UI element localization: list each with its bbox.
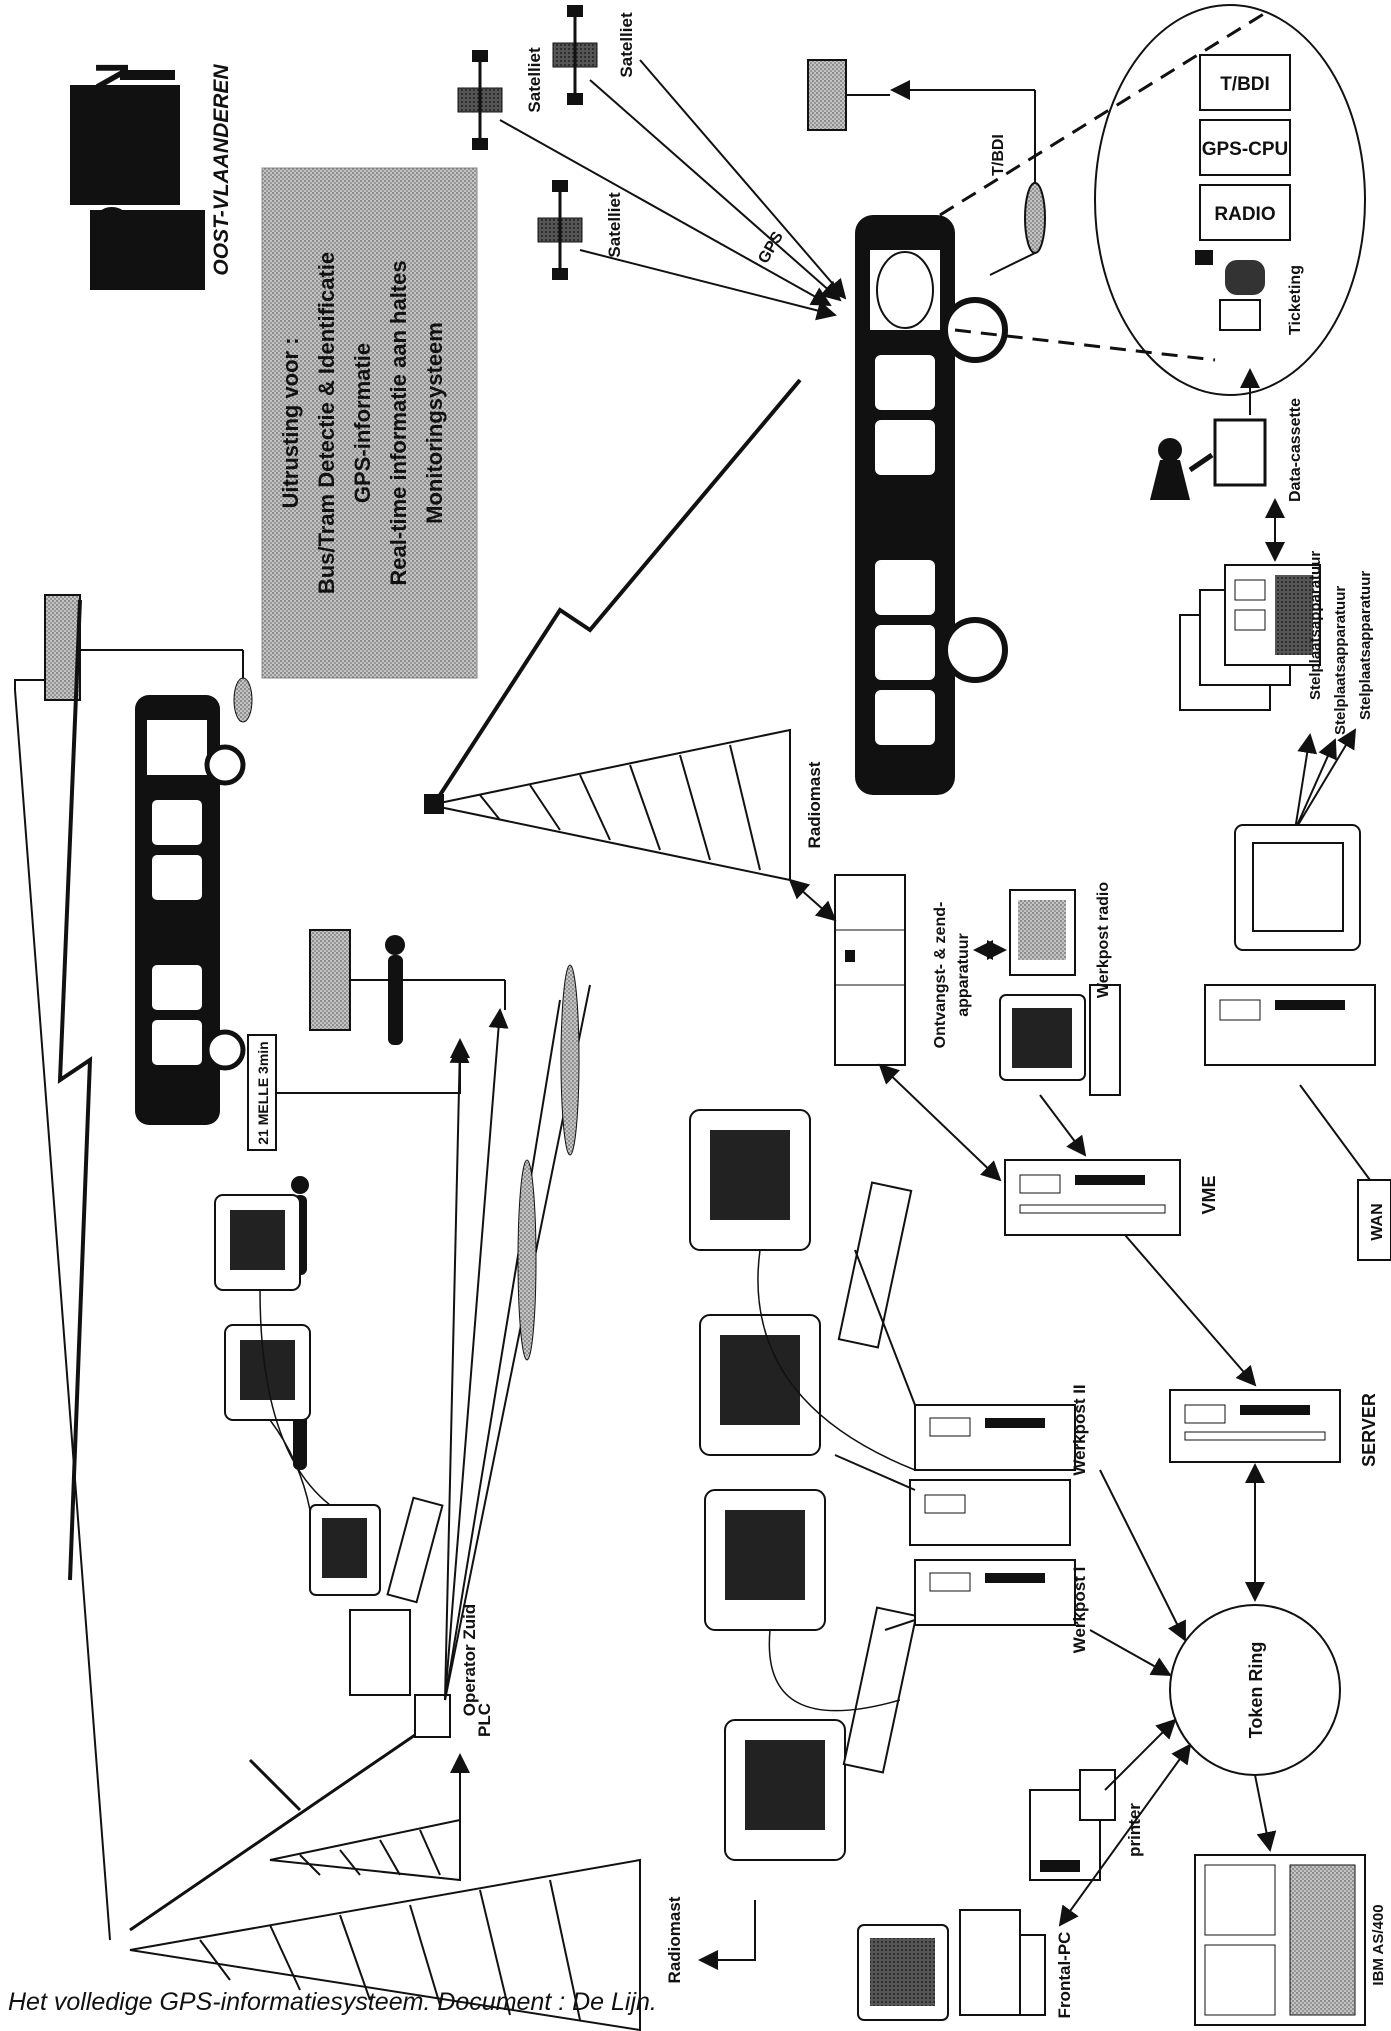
signal-lobe: [561, 965, 579, 1155]
stelplaats-label-2: Stelplaatsapparatuur: [1332, 586, 1349, 735]
depot-equipment-icon: [1180, 565, 1320, 710]
workstation-tower-icon: [1205, 985, 1375, 1065]
plc-label: PLC: [475, 1703, 494, 1737]
token-ring-label: Token Ring: [1246, 1642, 1266, 1739]
printer-icon: [1030, 1770, 1115, 1880]
gps-signal-lines: [500, 60, 845, 315]
werkpost-radio-label: Werkpost radio: [1095, 882, 1112, 998]
radiomast-bottom-label: Radiomast: [665, 1896, 684, 1983]
ticketing-machine-icon: [1195, 250, 1265, 330]
radio-signal-icon: [130, 1735, 415, 1930]
monitor-icon: [690, 1110, 810, 1250]
vme-label: VME: [1199, 1175, 1219, 1214]
data-cassette-label: Data-cassette: [1287, 398, 1304, 502]
connector: [700, 1900, 755, 1960]
radio-signal-icon: [60, 600, 90, 1580]
info-line-4: Real-time informatie aan haltes: [386, 260, 411, 585]
connector: [15, 690, 110, 1940]
info-line-1: Uitrusting voor :: [278, 337, 303, 508]
tbdi-antenna-label: T/BDI: [990, 134, 1007, 176]
data-cassette-person-icon: [1150, 420, 1265, 500]
monitor-icon: [225, 1325, 310, 1420]
radiomast-top-label: Radiomast: [805, 761, 824, 848]
signal-lobe: [518, 1160, 536, 1360]
monitor-icon: [705, 1490, 825, 1630]
werkpost-ii-label: Werkpost II: [1070, 1384, 1089, 1475]
ontvangst-label: Ontvangst- & zend-: [932, 902, 949, 1049]
werkpost-i-label: Werkpost I: [1070, 1567, 1089, 1654]
satellite-label-3: Satelliet: [617, 12, 636, 78]
monitor-icon: [215, 1195, 300, 1290]
connector: [276, 1040, 460, 1093]
connector: [790, 880, 835, 920]
satellite-icon: [538, 180, 582, 280]
bus-icon: [855, 215, 1005, 795]
ticketing-label: Ticketing: [1287, 265, 1304, 335]
monitor-icon: [725, 1720, 845, 1860]
connector: [1295, 730, 1355, 830]
gps-label: GPS: [755, 229, 787, 267]
satellite-icon: [458, 50, 502, 150]
satellite-icon: [553, 5, 597, 105]
frontal-pc-icon: [858, 1910, 1045, 2020]
keyboard-icon: [844, 1608, 916, 1773]
tbdi-unit-label: T/BDI: [1220, 74, 1270, 95]
radio-unit-label: RADIO: [1214, 204, 1275, 225]
workstation-tower-icon: [915, 1560, 1075, 1625]
radio-receiver-icon: [835, 875, 905, 1065]
halte-display-text: 21 MELLE 3min: [255, 1041, 271, 1144]
stelplaats-label-1: Stelplaatsapparatuur: [1307, 551, 1324, 700]
logo-region-text: OOST-VLAANDEREN: [210, 64, 233, 276]
gps-cpu-label: GPS-CPU: [1202, 139, 1289, 160]
logo-brand-text: DE LIJN: [86, 62, 138, 238]
ibm-as400-icon: [1195, 1855, 1365, 2025]
bus-stop-sign: [808, 60, 890, 130]
workstation-tower-icon: [910, 1480, 1070, 1545]
frontal-pc-label: Frontal-PC: [1055, 1932, 1074, 2019]
info-line-5: Monitoringsysteem: [422, 322, 447, 524]
info-line-2: Bus/Tram Detectie & Identificatie: [314, 252, 339, 594]
operator-workstation-icon: [310, 1498, 442, 1695]
info-box: Uitrusting voor : Bus/Tram Detectie & Id…: [262, 168, 477, 678]
workstation-tower-icon: [915, 1405, 1075, 1470]
satellite-label-1: Satelliet: [605, 192, 624, 258]
plc-icon: [415, 1695, 450, 1737]
ibm-label: IBM AS/400: [1370, 1904, 1387, 1985]
bus-icon: [135, 695, 243, 1125]
monitor-icon: [700, 1315, 820, 1455]
stelplaats-label-3: Stelplaatsapparatuur: [1357, 571, 1374, 720]
de-lijn-logo: DE LIJN OOST-VLAANDEREN: [70, 62, 233, 290]
vme-icon: [1005, 1160, 1180, 1235]
server-label: SERVER: [1359, 1393, 1379, 1467]
radio-mast-icon: [425, 730, 790, 880]
bus-stop-sign: [310, 930, 350, 1030]
small-mast-icon: [270, 1820, 460, 1880]
monitor-icon: [1235, 825, 1360, 950]
connector: [15, 680, 45, 690]
server-icon: [1170, 1390, 1340, 1462]
satellite-label-2: Satelliet: [525, 47, 544, 113]
radio-signal-icon: [440, 380, 800, 795]
figure-caption: Het volledige GPS-informatiesysteem. Doc…: [8, 1988, 657, 2017]
info-line-3: GPS-informatie: [350, 343, 375, 503]
keyboard-icon: [839, 1183, 911, 1348]
operator-zuid-label: Operator Zuid: [460, 1604, 479, 1716]
ontvangst-label-2: apparatuur: [955, 933, 972, 1017]
wan-label: WAN: [1369, 1203, 1386, 1240]
